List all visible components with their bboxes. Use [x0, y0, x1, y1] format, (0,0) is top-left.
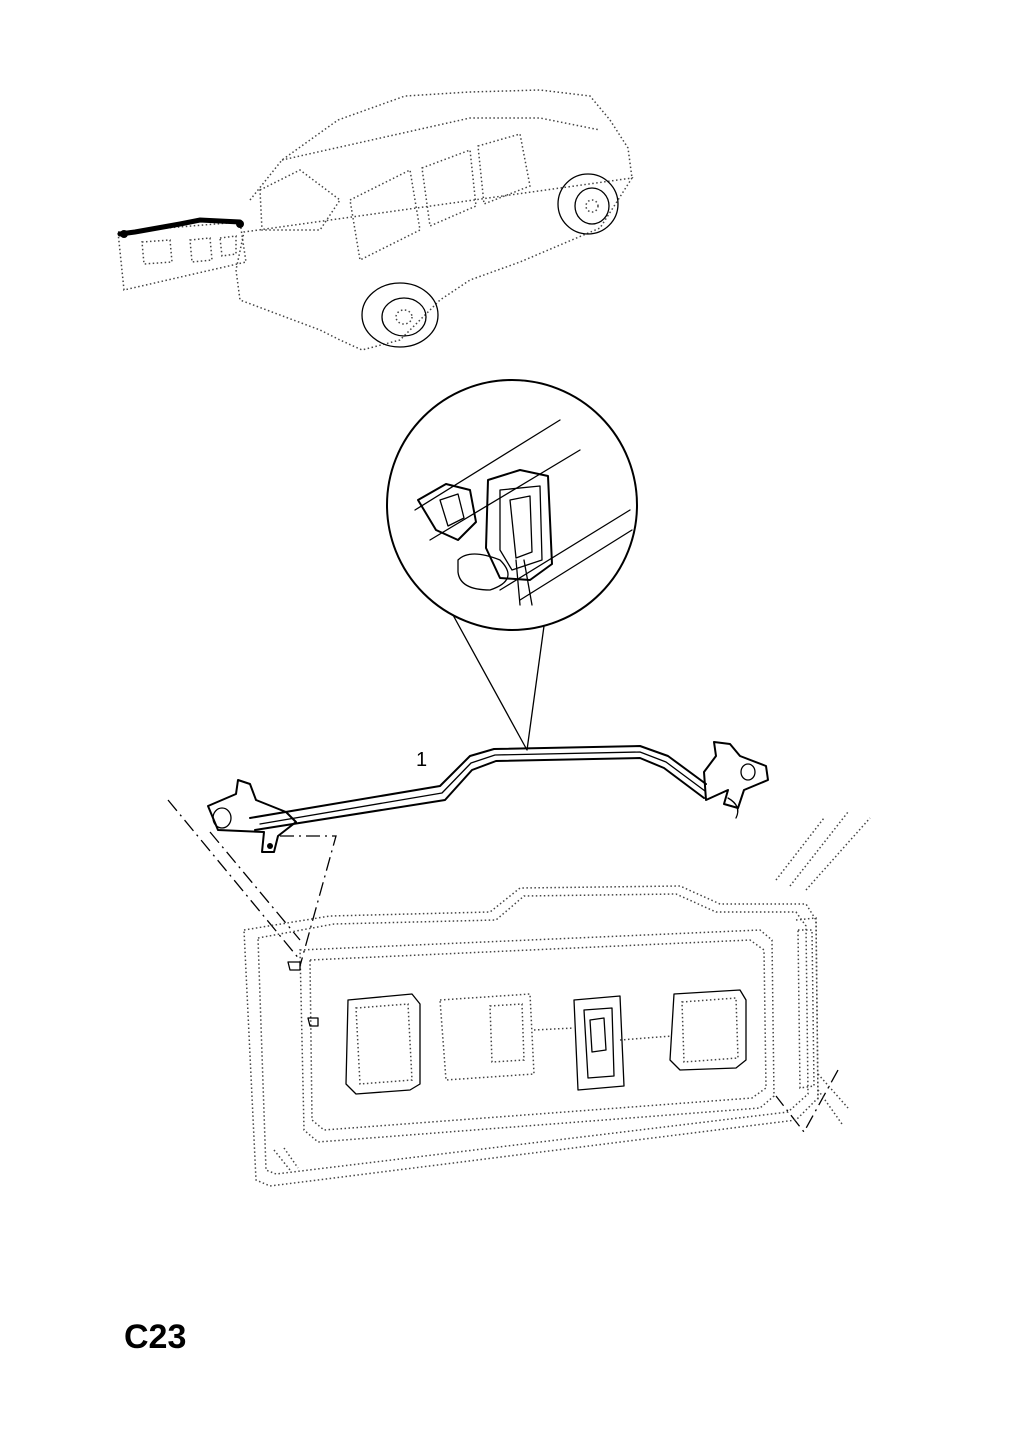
part-callout-label-1: 1 — [416, 749, 428, 771]
assembly-guide-lines — [167, 799, 839, 1134]
vehicle-overview-illustration — [117, 89, 634, 351]
tailgate-illustration — [243, 811, 871, 1187]
part-1-rod — [249, 745, 707, 831]
page-code: C23 — [124, 1318, 187, 1356]
right-hinge-bracket — [703, 741, 769, 819]
detail-magnifier — [386, 379, 638, 751]
left-hinge-bracket — [207, 779, 297, 853]
